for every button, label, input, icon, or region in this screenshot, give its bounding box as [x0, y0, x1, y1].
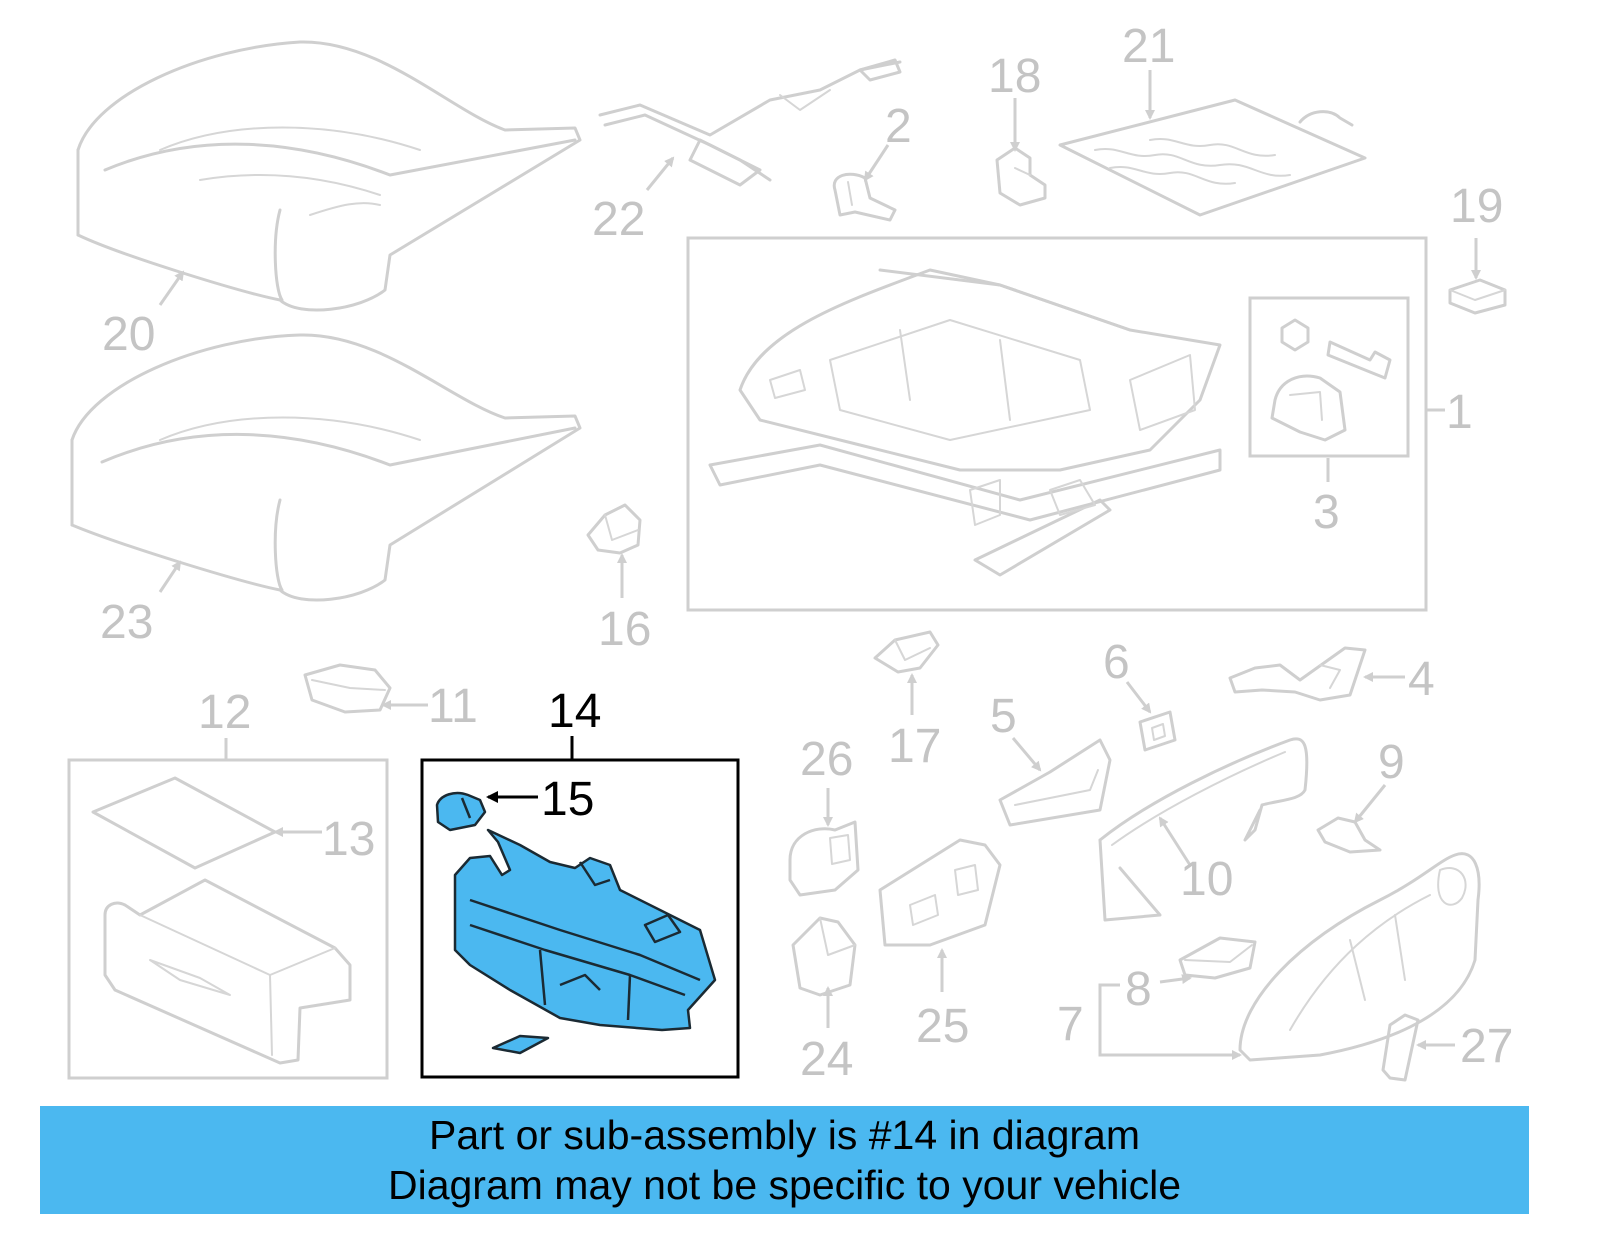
callout-13: 13 — [322, 813, 375, 866]
callout-20: 20 — [102, 308, 155, 361]
leader-8 — [1159, 974, 1192, 985]
part-17-bracket — [873, 630, 940, 674]
part-4-bracket — [1228, 646, 1367, 702]
part-10-wiring-loop — [1098, 737, 1309, 922]
callout-16: 16 — [598, 603, 651, 656]
part-2-clip — [832, 172, 897, 222]
part-3-kit-box — [1248, 296, 1410, 458]
leader-20 — [158, 270, 185, 306]
part-11-trim-clip — [303, 663, 392, 714]
callout-26: 26 — [800, 733, 853, 786]
callout-17: 17 — [888, 720, 941, 773]
part-18-bracket — [995, 146, 1047, 207]
part-20-seat-cushion-cover — [76, 40, 582, 312]
part-14-storage-tray — [453, 828, 717, 1032]
leader-23 — [158, 560, 182, 593]
callout-22: 22 — [592, 193, 645, 246]
part-12-drawer-box — [67, 758, 389, 1080]
leader-9 — [1353, 784, 1387, 824]
callout-25: 25 — [916, 1000, 969, 1053]
part-9-clip — [1316, 816, 1382, 854]
leader-2 — [863, 144, 890, 182]
part-13-drawer-liner — [91, 776, 277, 870]
part-26-motor — [788, 820, 860, 897]
leader-7 — [1098, 983, 1242, 1060]
part-27-trim-piece — [1381, 1013, 1420, 1082]
part-1-frame-box — [686, 236, 1428, 612]
callout-15: 15 — [541, 773, 594, 826]
callout-27: 27 — [1460, 1020, 1513, 1073]
callout-24: 24 — [800, 1033, 853, 1086]
part-1-seat-frame — [708, 268, 1222, 577]
part-14-pad — [491, 1034, 550, 1055]
leader-10 — [1158, 816, 1192, 866]
callout-1: 1 — [1446, 386, 1473, 439]
callout-4: 4 — [1408, 653, 1435, 706]
part-21-heater-mat — [1058, 98, 1367, 217]
part-22-wire-harness — [598, 58, 902, 187]
callout-14: 14 — [548, 685, 601, 738]
callout-19: 19 — [1450, 180, 1503, 233]
banner-line-1: Part or sub-assembly is #14 in diagram — [429, 1112, 1140, 1158]
part-8-cover — [1178, 936, 1257, 980]
callout-9: 9 — [1378, 736, 1405, 789]
part-6-clip — [1138, 710, 1177, 752]
info-banner-background — [40, 1106, 1529, 1214]
callout-7: 7 — [1057, 998, 1084, 1051]
callout-23: 23 — [100, 596, 153, 649]
banner-line-2: Diagram may not be specific to your vehi… — [387, 1162, 1181, 1208]
part-19-clip — [1448, 278, 1507, 315]
callout-11: 11 — [428, 680, 478, 733]
leader-22 — [645, 156, 675, 191]
callout-10: 10 — [1180, 853, 1233, 906]
callout-5: 5 — [990, 690, 1017, 743]
part-14-box — [420, 758, 740, 1079]
callout-6: 6 — [1103, 636, 1130, 689]
part-16-bracket — [586, 503, 642, 555]
callout-2: 2 — [885, 100, 912, 153]
part-25-control-module — [878, 838, 1002, 947]
callout-3: 3 — [1313, 486, 1340, 539]
part-15-clip — [435, 791, 487, 832]
info-banner: Part or sub-assembly is #14 in diagram D… — [40, 1106, 1529, 1214]
leader-5 — [1011, 737, 1042, 772]
part-24-module — [791, 916, 857, 997]
callout-12: 12 — [198, 686, 251, 739]
part-7-side-shield — [1238, 852, 1481, 1062]
callout-21: 21 — [1122, 20, 1175, 73]
leader-6 — [1125, 681, 1152, 714]
part-5-trim-panel — [998, 738, 1112, 827]
callout-18: 18 — [988, 50, 1041, 103]
callout-8: 8 — [1125, 963, 1152, 1016]
part-23-seat-cushion-pad — [70, 333, 582, 602]
part-3-hardware-kit — [1270, 318, 1392, 442]
part-12-storage-drawer — [103, 878, 352, 1065]
